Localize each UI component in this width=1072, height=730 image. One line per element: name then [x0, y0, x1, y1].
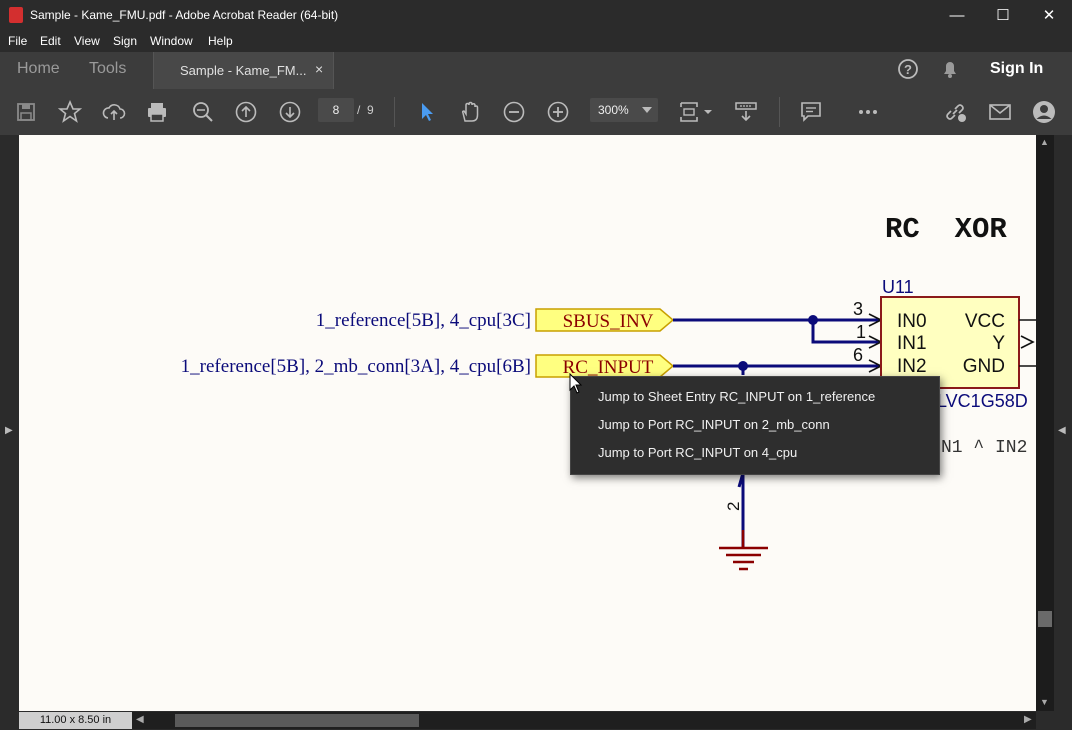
- rc-input-cross-reference: 1_reference[5B], 2_mb_conn[3A], 4_cpu[6B…: [181, 356, 531, 377]
- toolbar-separator: [394, 97, 395, 127]
- context-menu-item[interactable]: Jump to Sheet Entry RC_INPUT on 1_refere…: [598, 389, 876, 404]
- print-icon[interactable]: [144, 99, 170, 125]
- document-tab-label: Sample - Kame_FM...: [180, 63, 307, 78]
- tab-tools[interactable]: Tools: [89, 60, 127, 77]
- horizontal-scroll-thumb[interactable]: [175, 714, 419, 727]
- page-fit-icon[interactable]: [678, 99, 714, 125]
- pin-number-2: 2: [724, 502, 743, 511]
- toolbar: [0, 89, 1072, 135]
- component-refdes: U11: [882, 277, 914, 297]
- scroll-down-icon[interactable]: ▼: [1040, 697, 1049, 707]
- menu-window[interactable]: Window: [150, 34, 193, 48]
- part-number-label: LVC1G58D: [937, 391, 1028, 411]
- rc-input-port-label: RC_INPUT: [563, 357, 654, 378]
- help-icon[interactable]: ?: [897, 58, 919, 80]
- title-bar: [0, 0, 1072, 30]
- toolbar-separator: [779, 97, 780, 127]
- ic-body[interactable]: [880, 296, 1020, 389]
- chevron-down-icon: [642, 107, 652, 113]
- vertical-scrollbar[interactable]: ▲ ▼: [1036, 135, 1054, 711]
- output-pin-stubs: [1019, 319, 1036, 367]
- next-page-icon[interactable]: [277, 99, 303, 125]
- sbus-junction-dot: [808, 315, 818, 325]
- more-tools-icon[interactable]: [855, 99, 881, 125]
- zoom-value: 300%: [598, 103, 629, 117]
- schematic-heading: RC XOR: [885, 213, 1007, 246]
- save-icon[interactable]: [13, 99, 39, 125]
- window-title: Sample - Kame_FMU.pdf - Adobe Acrobat Re…: [30, 8, 339, 22]
- zoom-out-icon[interactable]: [501, 99, 527, 125]
- pin-number-6: 6: [853, 345, 863, 365]
- minimize-button[interactable]: —: [949, 6, 965, 24]
- account-icon[interactable]: [1031, 99, 1057, 125]
- pin-number-3: 3: [853, 299, 863, 319]
- menu-file[interactable]: File: [8, 34, 28, 48]
- right-panel-toggle-icon[interactable]: ◀: [1058, 425, 1066, 436]
- hand-tool-icon[interactable]: [457, 99, 483, 125]
- zoom-in-icon[interactable]: [545, 99, 571, 125]
- context-menu-item[interactable]: Jump to Port RC_INPUT on 2_mb_conn: [598, 417, 830, 432]
- notification-bell-icon[interactable]: [939, 58, 961, 80]
- upload-cloud-icon[interactable]: [101, 99, 127, 125]
- rc-input-junction-dot: [738, 361, 748, 371]
- comment-icon[interactable]: [798, 99, 824, 125]
- tab-home[interactable]: Home: [17, 60, 60, 77]
- context-menu-item[interactable]: Jump to Port RC_INPUT on 4_cpu: [598, 445, 798, 460]
- close-tab-button[interactable]: ×: [315, 61, 324, 77]
- menu-edit[interactable]: Edit: [40, 34, 61, 48]
- scroll-up-icon[interactable]: ▲: [1040, 137, 1049, 147]
- page-number-input[interactable]: 8: [318, 98, 354, 122]
- maximize-button[interactable]: ☐: [996, 7, 1010, 24]
- menu-bar: [0, 30, 1072, 52]
- pin-y-label: Y: [992, 333, 1005, 354]
- schematic-drawing: RC XOR U11 1_reference[5B], 4_cpu[3C] 1_…: [181, 213, 1036, 571]
- zoom-search-icon[interactable]: [190, 99, 216, 125]
- diagonal-wire: [737, 472, 745, 488]
- previous-page-icon[interactable]: [233, 99, 259, 125]
- sbus-inv-port-label: SBUS_INV: [563, 311, 654, 332]
- sbus-cross-reference: 1_reference[5B], 4_cpu[3C]: [316, 310, 531, 331]
- page-size-indicator: 11.00 x 8.50 in: [19, 712, 132, 729]
- pin-gnd-label: GND: [963, 356, 1005, 377]
- bookmark-star-icon[interactable]: [57, 99, 83, 125]
- sign-in-button[interactable]: Sign In: [990, 60, 1044, 77]
- scroll-mode-icon[interactable]: [733, 99, 759, 125]
- scroll-left-icon[interactable]: ◀: [136, 714, 144, 725]
- pin-in0-label: IN0: [897, 311, 927, 332]
- pin-number-1: 1: [856, 322, 866, 342]
- pin-vcc-label: VCC: [965, 311, 1005, 332]
- select-cursor-icon[interactable]: [414, 99, 440, 125]
- svg-text:?: ?: [904, 62, 912, 77]
- zoom-select[interactable]: 300%: [590, 98, 658, 122]
- vertical-scroll-thumb[interactable]: [1038, 611, 1052, 627]
- pin-in2-label: IN2: [897, 356, 927, 377]
- left-panel-toggle-icon[interactable]: ▶: [5, 425, 13, 436]
- sbus-inv-port[interactable]: [535, 308, 675, 332]
- mouse-pointer-icon: [569, 373, 583, 394]
- menu-view[interactable]: View: [74, 34, 100, 48]
- rc-input-port[interactable]: [535, 354, 675, 378]
- logic-formula-label: N1 ^ IN2: [941, 438, 1027, 458]
- email-icon[interactable]: [987, 99, 1013, 125]
- pin-in1-label: IN1: [897, 333, 927, 354]
- page-total: 9: [367, 103, 374, 117]
- acrobat-app-icon: [9, 7, 23, 23]
- ground-symbol: [719, 530, 768, 571]
- page-separator: /: [357, 103, 361, 117]
- scroll-right-icon[interactable]: ▶: [1024, 714, 1032, 725]
- tab-document[interactable]: Sample - Kame_FM... ×: [153, 52, 334, 89]
- menu-help[interactable]: Help: [208, 34, 233, 48]
- share-link-icon[interactable]: [943, 99, 969, 125]
- context-menu: Jump to Sheet Entry RC_INPUT on 1_refere…: [570, 376, 940, 475]
- menu-sign[interactable]: Sign: [113, 34, 138, 48]
- close-window-button[interactable]: ✕: [1042, 7, 1056, 24]
